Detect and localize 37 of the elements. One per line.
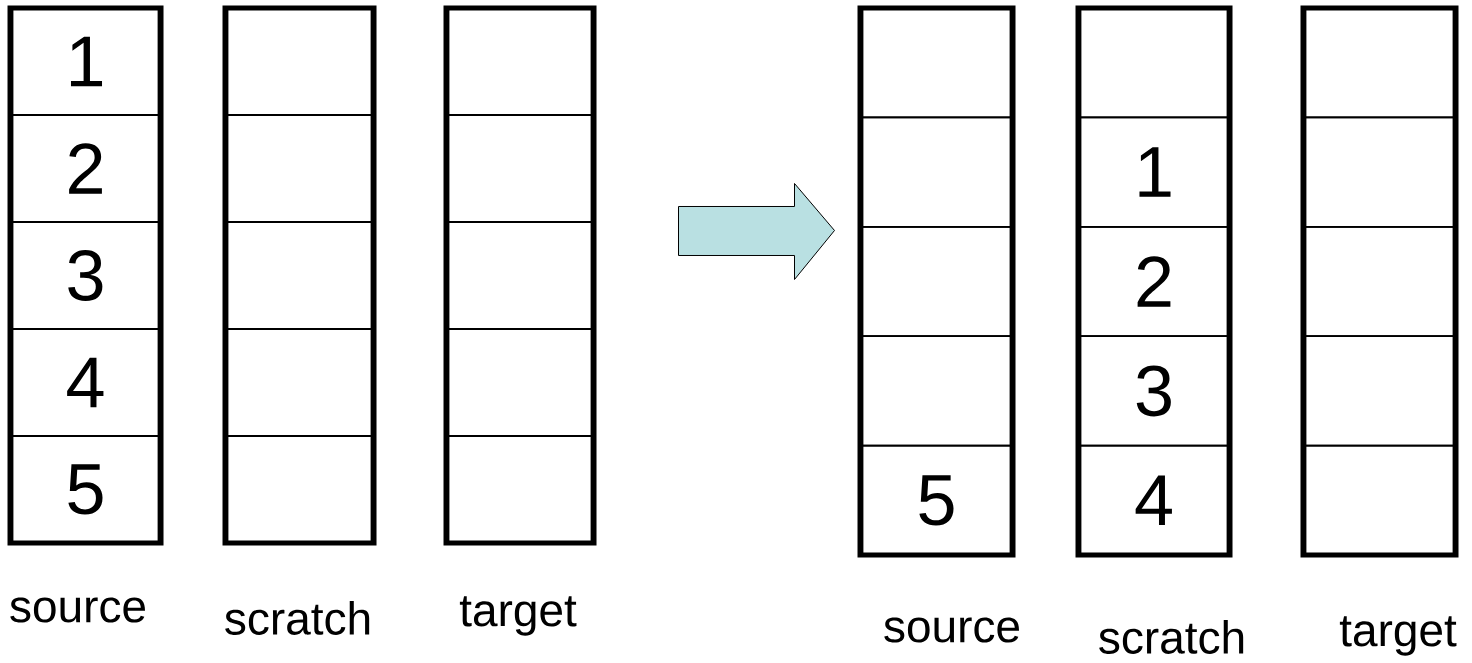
stack-cell: 4 [1079, 444, 1229, 556]
stack-cell: 1 [1079, 116, 1229, 228]
stack-cell [1304, 225, 1455, 338]
stack-cell [861, 116, 1012, 228]
block-arrow [678, 183, 835, 280]
stack-cell: 5 [11, 435, 160, 544]
column-label: target [459, 596, 577, 636]
stack-cell [226, 328, 373, 437]
stack-cell: 3 [1079, 335, 1229, 447]
column-label: target [1339, 616, 1457, 656]
stack-cell [447, 328, 593, 437]
stack-cell [226, 435, 373, 544]
stack-cell: 5 [861, 444, 1012, 556]
stack-cell [1304, 335, 1455, 447]
stack-cell [1304, 7, 1455, 119]
stack-cell [1304, 116, 1455, 228]
stack-cell [226, 221, 373, 330]
stack-cell [226, 7, 373, 116]
stack-cell [1304, 444, 1455, 556]
stack-cell: 2 [11, 114, 160, 223]
stack-cell [861, 335, 1012, 447]
stack-cell [226, 114, 373, 223]
stack-cell [447, 221, 593, 330]
stack-cell: 1 [11, 7, 160, 116]
column-label: source [10, 597, 145, 623]
stack-cell: 2 [1079, 225, 1229, 338]
stack-cell [861, 7, 1012, 119]
column-label: source [884, 617, 1019, 643]
column-label: scratch [225, 601, 370, 635]
stack-cell [1079, 7, 1229, 119]
stack-cell [447, 435, 593, 544]
column-label: scratch [1099, 620, 1244, 654]
stack-cell: 4 [11, 328, 160, 437]
stack-cell [861, 225, 1012, 338]
stack-cell [447, 7, 593, 116]
stack-cell [447, 114, 593, 223]
stack-cell: 3 [11, 221, 160, 330]
